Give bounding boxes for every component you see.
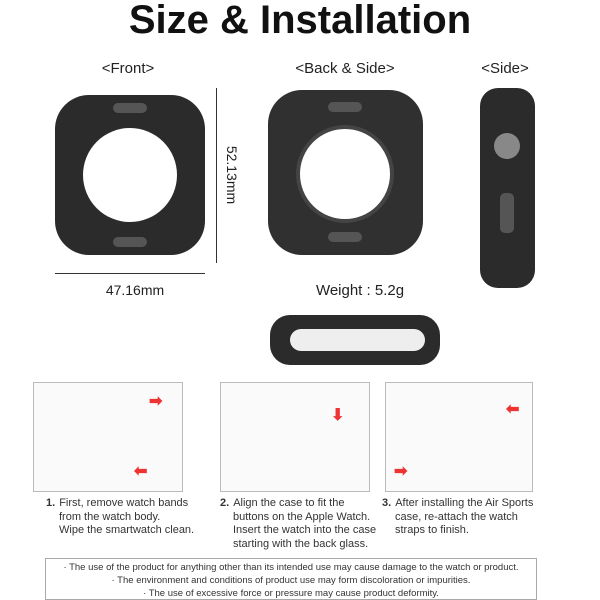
step-3-illustration: ⬅ ➡ (385, 382, 533, 492)
back-case-image (268, 90, 423, 255)
front-case-image (55, 95, 205, 255)
note: · The use of excessive force or pressure… (143, 588, 439, 599)
caution-notes: · The use of the product for anything ot… (45, 558, 537, 600)
side-case-image (480, 88, 535, 288)
height-dimension-line (216, 88, 217, 263)
weight-text: Weight : 5.2g (315, 282, 405, 299)
bottom-case-image (270, 315, 440, 365)
back-side-label: <Back & Side> (295, 60, 395, 77)
width-dimension: 47.16mm (105, 282, 165, 298)
note: · The environment and conditions of prod… (111, 575, 471, 586)
step-2-illustration: ⬇ (220, 382, 370, 492)
width-dimension-line (55, 273, 205, 274)
step-1-illustration: ➡ ⬅ (33, 382, 183, 492)
step-3-text: 3.After installing the Air Sports case, … (382, 497, 534, 536)
note: · The use of the product for anything ot… (63, 562, 519, 573)
step-2-text: 2.Align the case to fit the buttons on t… (220, 497, 377, 550)
front-label: <Front> (101, 60, 155, 77)
height-dimension: 52.13mm (224, 145, 240, 205)
page-title: Size & Installation (128, 0, 472, 42)
step-1-text: 1.First, remove watch bands from the wat… (46, 497, 195, 536)
side-label: <Side> (481, 60, 529, 77)
